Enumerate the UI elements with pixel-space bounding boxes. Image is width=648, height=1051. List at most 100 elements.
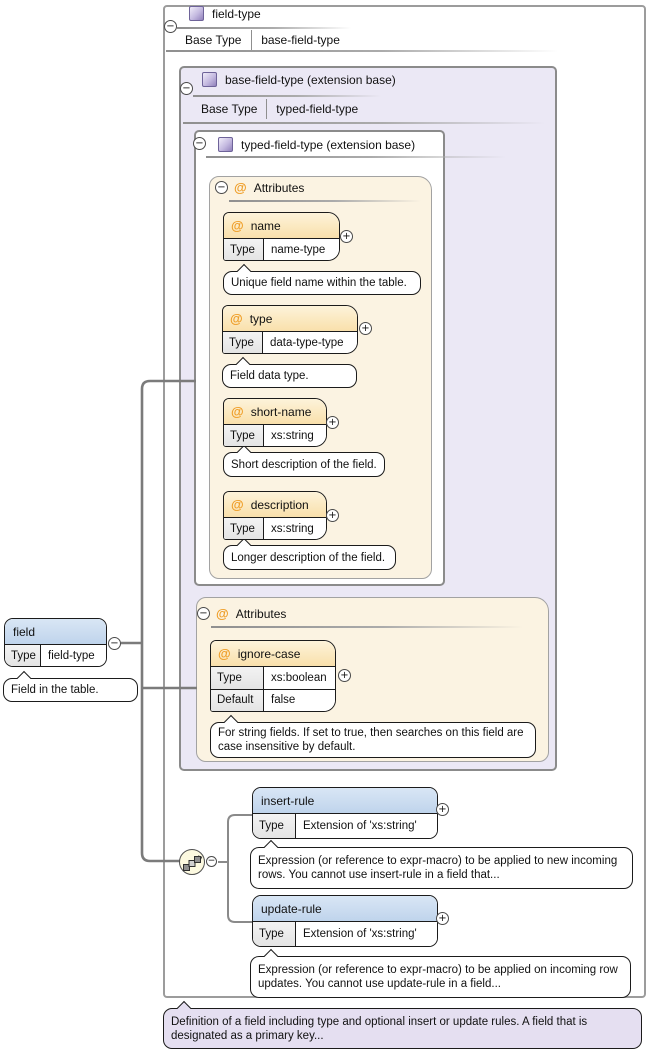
element-update-rule-box[interactable]: update-rule Type Extension of 'xs:string… — [252, 895, 438, 947]
type-value: name-type — [264, 239, 332, 260]
update-rule-doc-text: Expression (or reference to expr-macro) … — [258, 963, 623, 991]
attribute-icon: @ — [234, 180, 247, 195]
base-type-label: Base Type — [185, 33, 251, 47]
typed-attributes-header: @ Attributes — [234, 180, 304, 195]
field-type-doc-callout: Definition of a field including type and… — [163, 1008, 642, 1049]
type-value: Extension of 'xs:string' — [296, 814, 424, 838]
expand-type-button[interactable]: + — [359, 322, 372, 335]
expand-update-rule-button[interactable]: + — [436, 912, 449, 925]
attribute-short-name-box[interactable]: @ short-name Type xs:string — [223, 398, 327, 447]
insert-rule-doc-text: Expression (or reference to expr-macro) … — [258, 854, 625, 882]
field-doc-callout: Field in the table. — [3, 678, 138, 702]
element-field-header: field — [5, 619, 106, 645]
type-doc-callout: Field data type. — [222, 364, 357, 388]
base-type-value: typed-field-type — [267, 102, 358, 116]
attribute-type-box[interactable]: @ type Type data-type-type — [222, 305, 358, 354]
attribute-description-header: @ description — [224, 492, 326, 518]
attribute-icon: @ — [230, 311, 243, 326]
attribute-icon: @ — [231, 218, 244, 233]
short-name-doc-callout: Short description of the field. — [223, 452, 385, 477]
field-doc-text: Field in the table. — [11, 683, 99, 697]
collapse-base-field-type-button[interactable]: − — [180, 82, 193, 95]
description-doc-callout: Longer description of the field. — [223, 545, 396, 570]
base-field-type-header: base-field-type (extension base) — [202, 72, 396, 87]
attributes-title: Attributes — [254, 181, 305, 195]
type-value: Extension of 'xs:string' — [296, 922, 424, 946]
ignore-case-doc-text: For string fields. If set to true, then … — [218, 726, 528, 754]
attribute-name: ignore-case — [238, 647, 301, 661]
complex-type-icon — [218, 137, 233, 152]
separator — [166, 50, 558, 52]
attribute-name: description — [251, 498, 309, 512]
element-name: insert-rule — [261, 794, 314, 808]
field-type-base-row: Base Type base-field-type — [185, 30, 340, 50]
update-rule-doc-callout: Expression (or reference to expr-macro) … — [250, 956, 631, 998]
separator — [193, 95, 381, 97]
insert-rule-doc-callout: Expression (or reference to expr-macro) … — [250, 847, 633, 889]
type-doc-text: Field data type. — [230, 369, 309, 383]
type-label: Type — [253, 814, 296, 838]
expand-name-button[interactable]: + — [340, 230, 353, 243]
type-value: data-type-type — [263, 332, 351, 353]
attribute-name-box[interactable]: @ name Type name-type — [223, 212, 340, 261]
name-doc-text: Unique field name within the table. — [231, 276, 407, 290]
typed-field-type-header: typed-field-type (extension base) — [218, 137, 415, 152]
field-type-doc-text: Definition of a field including type and… — [171, 1015, 634, 1043]
collapse-field-type-button[interactable]: − — [164, 20, 177, 33]
type-label: Type — [224, 518, 264, 539]
attribute-icon: @ — [216, 606, 229, 621]
element-insert-rule-box[interactable]: insert-rule Type Extension of 'xs:string… — [252, 787, 438, 839]
collapse-base-attributes-button[interactable]: − — [197, 607, 210, 620]
attribute-short-name-header: @ short-name — [224, 399, 326, 425]
type-label: Type — [223, 332, 263, 353]
type-label: Type — [224, 425, 264, 446]
separator — [229, 200, 421, 202]
attributes-title: Attributes — [236, 607, 287, 621]
attribute-icon: @ — [231, 404, 244, 419]
type-value: xs:string — [264, 425, 321, 446]
collapse-typed-field-type-button[interactable]: − — [193, 137, 206, 150]
default-label: Default — [211, 690, 264, 712]
ignore-case-doc-callout: For string fields. If set to true, then … — [210, 722, 536, 758]
expand-short-name-button[interactable]: + — [326, 416, 339, 429]
expand-insert-rule-button[interactable]: + — [436, 803, 449, 816]
expand-ignore-case-button[interactable]: + — [338, 669, 351, 682]
type-value: field-type — [41, 645, 102, 666]
element-field-box[interactable]: field Type field-type — [4, 618, 107, 667]
sequence-icon[interactable] — [179, 849, 205, 875]
attribute-icon: @ — [231, 497, 244, 512]
attribute-type-header: @ type — [223, 306, 357, 332]
element-name: field — [13, 625, 35, 639]
type-value: xs:string — [264, 518, 321, 539]
base-type-value: base-field-type — [252, 33, 340, 47]
description-doc-text: Longer description of the field. — [231, 551, 385, 565]
attribute-ignore-case-box[interactable]: @ ignore-case Type xs:boolean Default fa… — [210, 640, 336, 712]
sequence-glyph — [181, 851, 203, 873]
collapse-field-button[interactable]: − — [108, 637, 121, 650]
type-label: Type — [5, 645, 41, 666]
type-value: xs:boolean — [264, 667, 334, 689]
attribute-name: type — [250, 312, 273, 326]
complex-type-icon — [202, 72, 217, 87]
name-doc-callout: Unique field name within the table. — [223, 271, 421, 295]
expand-description-button[interactable]: + — [326, 509, 339, 522]
attribute-name: name — [251, 219, 281, 233]
separator — [206, 156, 506, 158]
collapse-typed-attributes-button[interactable]: − — [215, 181, 228, 194]
base-type-label: Base Type — [201, 102, 266, 116]
attribute-name-header: @ name — [224, 213, 339, 239]
type-label: Type — [253, 922, 296, 946]
complex-type-icon — [189, 6, 204, 21]
attribute-name: short-name — [251, 405, 312, 419]
separator — [183, 122, 545, 124]
field-type-title: field-type — [212, 7, 261, 21]
base-attributes-header: @ Attributes — [216, 606, 286, 621]
element-name: update-rule — [261, 902, 322, 916]
short-name-doc-text: Short description of the field. — [231, 458, 377, 472]
element-update-rule-header: update-rule — [253, 896, 437, 922]
collapse-sequence-button[interactable]: − — [206, 856, 217, 867]
attribute-ignore-case-header: @ ignore-case — [211, 641, 335, 667]
separator — [177, 27, 351, 29]
attribute-description-box[interactable]: @ description Type xs:string — [223, 491, 327, 540]
